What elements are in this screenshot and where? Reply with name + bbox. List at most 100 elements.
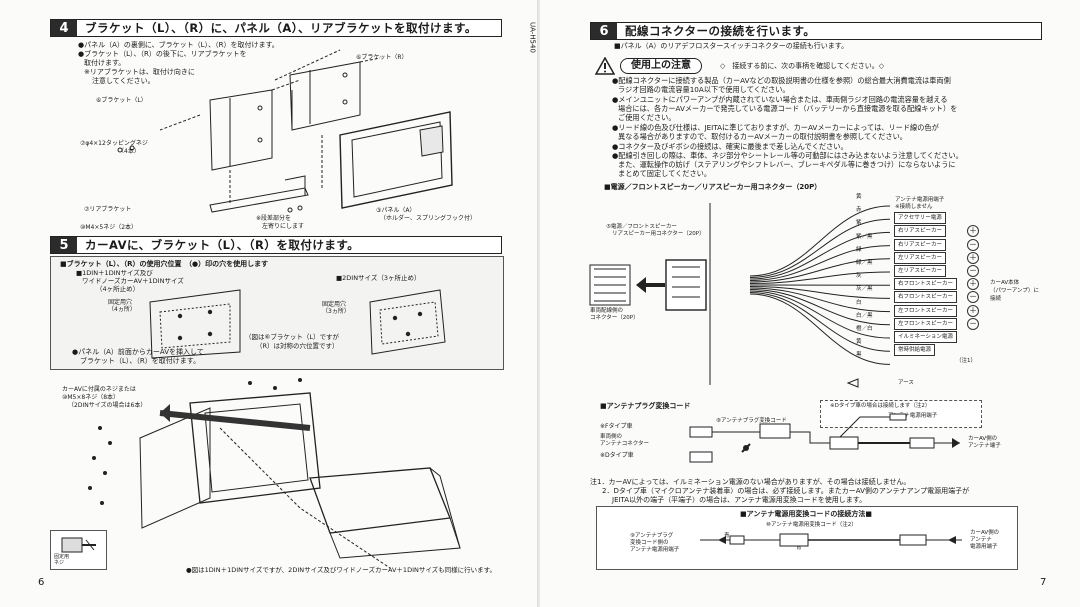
power-cord-left-label: 変換コード側の: [630, 540, 669, 546]
power-cord-label: ⑩アンテナ電源用変換コード（注2）: [766, 522, 857, 528]
figure-note: （R）は対称の穴位置です）: [256, 342, 339, 350]
fix3-label: （3ヵ所）: [322, 308, 350, 315]
wire-color-label: 黄: [856, 194, 862, 200]
wire-function-label: 左リアスピーカー: [894, 251, 947, 264]
caution-line: 異なる場合がありますので、取付けるカーAVメーカーの取付説明書を参照してください…: [618, 132, 907, 141]
section-5-footer: ●図は1DIN＋1DINサイズですが、2DINサイズ及びワイドノーズカーAV＋1…: [186, 566, 497, 574]
vehicle-connector-label: コネクター（20P）: [590, 315, 639, 321]
footnote: 2．Dタイプ車（マイクロアンテナ装着車）の場合は、必ず接続します。またカーAV側…: [602, 487, 970, 495]
wire-function-label: 右フロントスピーカー: [894, 291, 958, 304]
label-bracket-l: ⑥ブラケット（L）: [96, 97, 147, 104]
plus-icon: ＋: [967, 251, 979, 264]
model-code: UA-H540: [528, 22, 537, 53]
left-page-number: 6: [38, 577, 45, 588]
wire-function-label: 右フロントスピーカー: [894, 278, 958, 291]
hole-position-box: [50, 256, 504, 370]
minus-icon: －: [967, 317, 979, 330]
wire-color-label: 赤: [856, 207, 862, 214]
section-6-number: 6: [591, 23, 617, 39]
section-6-title: 配線コネクターの接続を行います。: [625, 24, 816, 38]
antenna-terminal-note: ※接続しません: [895, 204, 933, 210]
minus-icon: －: [967, 265, 979, 277]
warning-icon: [595, 57, 615, 75]
screw-note: （2DINサイズの場合は6本）: [68, 402, 147, 409]
inset-label: ネジ: [54, 560, 65, 566]
wire-color-label: 緑／黒: [856, 260, 873, 266]
wire-color-label: 橙／白: [856, 326, 873, 332]
car-av-insertion-diagram: [88, 378, 461, 568]
wire-function-label: 右リアスピーカー: [894, 225, 947, 238]
book-gutter: [537, 0, 541, 607]
note-line: ●ブラケット（L）、（R）の後下に、リアブラケットを: [78, 50, 247, 58]
wire-function-label: イルミネーション電源: [894, 331, 957, 343]
power-cord-title: ■アンテナ電源用変換コードの接続方法■: [740, 510, 872, 518]
antenna-adapter-diagram: [689, 413, 960, 463]
fix3-label: 固定用穴: [322, 301, 347, 308]
label-panel-a: ③パネル（A）: [376, 207, 416, 214]
wire-line: [749, 293, 891, 365]
section-5-number: 5: [51, 237, 77, 253]
vehicle-antenna-label: アンテナコネクター: [600, 441, 650, 447]
fix4-label: 固定用穴: [108, 299, 133, 306]
wire-color-blue: 青: [796, 545, 802, 551]
right-page-number: 7: [1040, 577, 1047, 588]
wire-line: [749, 290, 891, 339]
wire-line: [749, 231, 891, 280]
wire-line: [749, 289, 891, 326]
vehicle-connector-label: 車両配線側の: [590, 308, 624, 314]
bracket-hole-diagrams: [149, 289, 446, 359]
screw-note: ⑩M5×8ネジ（8本）: [62, 394, 120, 401]
caution-line: ●コネクター及びギボシの接続は、確実に最後まで差し込んでください。: [612, 142, 848, 151]
bracket-assembly-diagram: [117, 49, 453, 213]
inset-label: 固定用: [54, 554, 70, 560]
label-step-note: 左寄りにします: [262, 223, 305, 230]
note1-tag: （注1）: [956, 358, 976, 364]
din2-label: ■2DINサイズ（3ヶ所止め）: [336, 274, 421, 282]
f-type-label: ※Fタイプ車: [600, 423, 633, 430]
section-5-title: カーAVに、ブラケット（L）、（R）を取付けます。: [85, 238, 360, 252]
wire-color-label: 黒: [856, 352, 862, 359]
caution-lead: ◇ 接続する前に、次の事柄を確認してください。◇: [720, 62, 885, 70]
wire-color-label: 緑: [856, 246, 862, 253]
wire-color-label: 黄: [856, 339, 862, 346]
label-tapping-screw-qty: （4本）: [118, 148, 140, 155]
plus-icon: ＋: [967, 304, 979, 317]
caution-line: ●リード線の色及び仕様は、JEITAに準じておりますが、カーAVメーカーによって…: [612, 123, 939, 132]
caution-line: まとめて固定してください。: [618, 169, 712, 178]
antenna-terminal-note: アンテナ電源用端子: [895, 197, 945, 203]
section-4-header: 4 ブラケット（L）、（R）に、パネル（A）、リアブラケットを取付けます。: [50, 19, 502, 37]
wire-color-label: 灰／黒: [856, 286, 873, 293]
adapter-label: ⑨アンテナプラグ変換コード: [716, 418, 787, 424]
car-av-antenna-label: カーAV側の: [968, 436, 998, 442]
plus-icon: ＋: [967, 278, 979, 291]
wire-function-label: 右リアスピーカー: [894, 238, 947, 251]
holes-title: ■ブラケット（L）、（R）の使用穴位置 （●）印の穴を使用します: [60, 260, 269, 268]
screw-inset-drawing: [61, 537, 96, 553]
wire-line: [749, 286, 891, 299]
footnote: 注1．カーAVによっては、イルミネーション電源のない場合がありますが、その場合は…: [590, 478, 911, 486]
wire-color-label: 紫: [856, 220, 862, 227]
label-tapping-screw: ⑦φ4×12タッピングネジ: [80, 140, 148, 147]
caution-line: ラジオ回路の電流容量10A以下で使用してください。: [618, 85, 790, 94]
wire-color-label: 白／黒: [856, 312, 873, 319]
section-4-number: 4: [51, 20, 77, 36]
caution-line: ●配線引き回しの際は、車体、ネジ部分やシートレール等の可動部にはさみ込まないよう…: [612, 151, 963, 160]
note-line: 取付けます。: [84, 59, 126, 67]
wire-line: [749, 287, 891, 313]
label-step-note: ※段差部分を: [256, 215, 292, 222]
section-4-title: ブラケット（L）、（R）に、パネル（A）、リアブラケットを取付けます。: [85, 21, 477, 35]
ground-label: アース: [898, 380, 914, 386]
wire-function-label: 左リアスピーカー: [894, 265, 947, 277]
wire-color-blue: 青: [724, 533, 730, 539]
label-panel-a-sub: （ホルダー、スプリングフック付）: [380, 215, 476, 222]
wire-function-label: アクセサリー電源: [894, 212, 946, 225]
caution-line: また、運転操作の妨げ（ステアリングやシフトレバー、ブレーキペダル等に巻きつけ）に…: [618, 160, 956, 169]
wire-color-label: 白: [856, 299, 862, 306]
car-av-connect-note: カーAV本体: [990, 280, 1020, 286]
wire-line: [749, 205, 891, 277]
wire-function-label: 常時供給電源: [894, 344, 936, 357]
power-cord-right-label: 電源用端子: [970, 544, 998, 550]
vehicle-antenna-label: 車両側の: [600, 434, 623, 440]
minus-icon: －: [967, 291, 979, 304]
wire-function-label: 左フロントスピーカー: [894, 304, 958, 317]
